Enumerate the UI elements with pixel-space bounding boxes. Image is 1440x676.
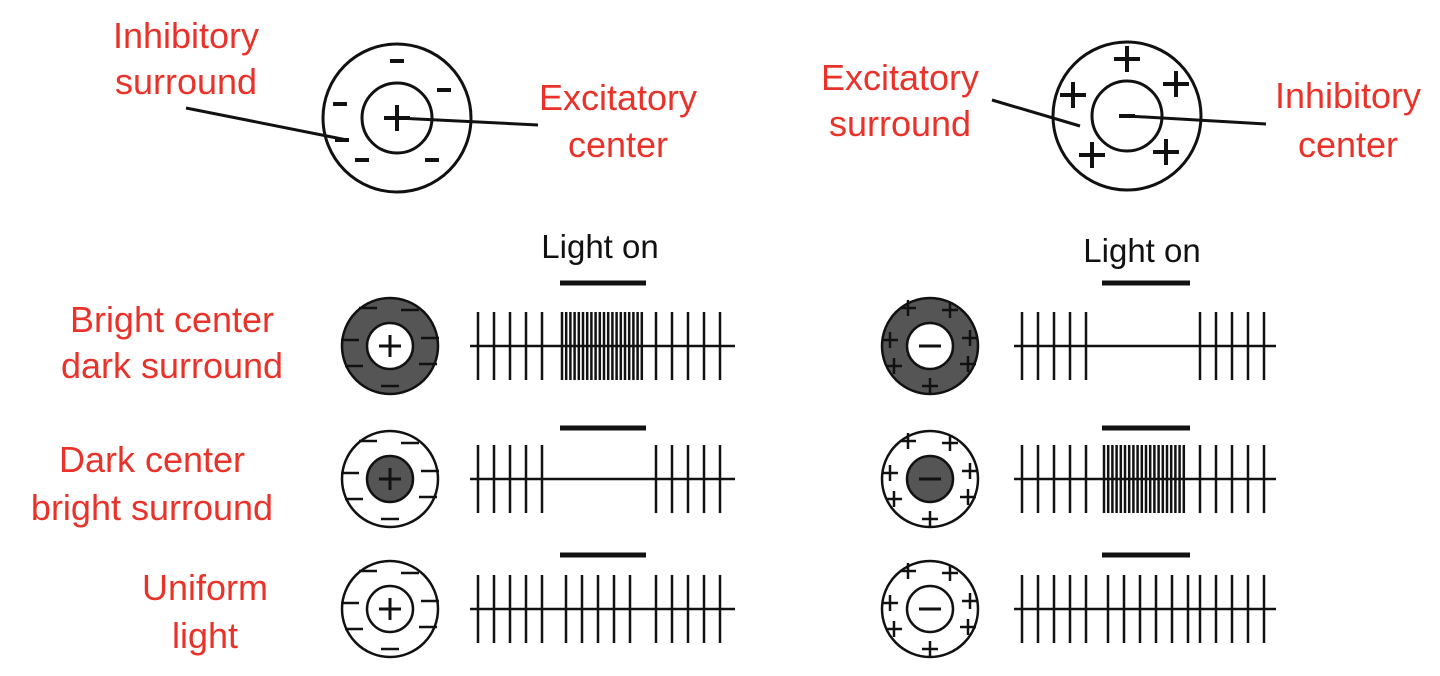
light-on-label-left: Light on [541, 228, 658, 265]
small-field-surround-plus-sign [942, 302, 958, 318]
off-condition-3-group [880, 552, 1276, 659]
small-field-surround-plus-sign [886, 358, 902, 374]
off-surround-plus-sign [1060, 82, 1086, 108]
on-condition-2-group [340, 425, 735, 529]
off-center-label-line1: Inhibitory [1275, 75, 1421, 116]
condition-1-label-line1: Bright center [70, 299, 274, 340]
small-field-surround-plus-sign [882, 332, 898, 348]
on-center-pointer [396, 116, 539, 127]
off-surround-plus-sign [1163, 71, 1189, 97]
off-center-pointer [1126, 114, 1267, 126]
small-field-surround-plus-sign [960, 619, 976, 635]
small-field-surround-plus-sign [922, 378, 938, 394]
small-field-surround-plus-sign [882, 465, 898, 481]
on-outer-circle [321, 42, 473, 194]
condition-3-label-line2: light [172, 615, 238, 656]
off-surround-label-line2: surround [829, 103, 971, 144]
off-field-signs [1060, 46, 1189, 168]
off-outer-circle [1051, 40, 1203, 192]
small-field-surround-plus-sign [900, 433, 916, 449]
off-center-field: Excitatory surround Inhibitory center [821, 40, 1421, 192]
on-condition-1-group [340, 280, 735, 396]
off-surround-plus-sign [1079, 142, 1105, 168]
small-field-surround-plus-sign [942, 565, 958, 581]
on-field-signs [333, 59, 451, 162]
small-field-surround-plus-sign [962, 330, 978, 346]
small-field-surround-plus-sign [900, 563, 916, 579]
small-field-surround-plus-sign [962, 463, 978, 479]
small-field-surround-plus-sign [900, 300, 916, 316]
off-condition-2-group [880, 425, 1276, 529]
condition-2-label-line2: bright surround [31, 487, 273, 528]
small-field-surround-plus-sign [942, 435, 958, 451]
small-field-surround-plus-sign [882, 595, 898, 611]
on-surround-label-line1: Inhibitory [113, 15, 259, 56]
on-condition-3-group [340, 552, 735, 659]
small-field-surround-plus-sign [960, 489, 976, 505]
off-center-label-line2: center [1298, 124, 1398, 165]
small-field-surround-plus-sign [960, 356, 976, 372]
small-field-center-plus-sign [379, 598, 401, 620]
off-surround-plus-sign [1153, 139, 1179, 165]
condition-rows [340, 280, 1276, 659]
off-inner-circle [1090, 79, 1164, 153]
small-field-surround-plus-sign [922, 511, 938, 527]
condition-3-label-line1: Uniform [142, 567, 268, 608]
small-field-surround-plus-sign [886, 491, 902, 507]
on-center-label-line2: center [568, 124, 668, 165]
condition-1-label-line2: dark surround [61, 345, 283, 386]
on-surround-pointer [185, 106, 348, 142]
condition-2-label-line1: Dark center [59, 439, 245, 480]
on-surround-label-line2: surround [115, 61, 257, 102]
small-field-center-plus-sign [379, 335, 401, 357]
small-field-surround-plus-sign [962, 593, 978, 609]
small-field-surround-plus-sign [886, 621, 902, 637]
off-condition-1-group [880, 280, 1276, 396]
on-center-plus-sign [384, 105, 410, 131]
off-surround-label-line1: Excitatory [821, 57, 979, 98]
off-surround-pointer [991, 98, 1081, 128]
small-field-center-plus-sign [379, 468, 401, 490]
on-center-field: Inhibitory surround Excitatory center [113, 15, 697, 194]
on-inner-circle [360, 81, 434, 155]
on-center-label-line1: Excitatory [539, 77, 697, 118]
off-surround-plus-sign [1114, 46, 1140, 72]
light-on-label-right: Light on [1083, 232, 1200, 269]
small-field-surround-plus-sign [922, 641, 938, 657]
